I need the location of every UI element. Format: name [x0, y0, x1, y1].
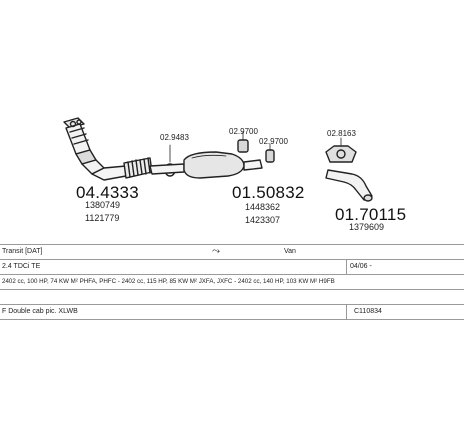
oem-number: 1379609 [349, 222, 385, 232]
engine-name: 2.4 TDCi TE [2, 263, 41, 270]
exhaust-diagram: 02.9483 02.9700 02.9700 02.8163 04.4333 … [63, 117, 407, 232]
engine-spec: 2402 cc, 100 HP, 74 KW M² PHFA, PHFC - 2… [2, 278, 335, 285]
exhaust-drawing [63, 117, 373, 202]
tail-pipe-icon [325, 169, 373, 202]
middle-silencer-icon [149, 151, 263, 179]
production-date: 04/06 - [350, 263, 372, 270]
part-number: 01.70115 [335, 205, 407, 224]
part-number: 04.4333 [76, 183, 139, 202]
vehicle-info-table: Transit [DAT] ⤳ Van 2.4 TDCi TE 04/06 - … [0, 244, 464, 320]
model-row: Transit [DAT] ⤳ Van [0, 244, 464, 260]
spec-row: 2402 cc, 100 HP, 74 KW M² PHFA, PHFC - 2… [0, 275, 464, 290]
flex-pipe-icon [123, 157, 153, 179]
engine-row: 2.4 TDCi TE 04/06 - [0, 260, 464, 275]
rubber-hanger-icon [237, 131, 275, 163]
small-part-number: 02.9483 [160, 133, 189, 142]
small-part-number: 02.9700 [229, 127, 258, 136]
catalytic-converter-icon [63, 117, 127, 181]
small-part-number: 02.9700 [259, 137, 288, 146]
oem-number: 1121779 [85, 213, 120, 223]
bracket-icon [325, 137, 357, 163]
part-number: 01.50832 [232, 183, 305, 202]
oem-number: 1423307 [245, 215, 281, 225]
oem-number: 1448362 [245, 202, 281, 212]
oem-number: 1380749 [85, 200, 121, 210]
vehicle-variant: F Double cab pic. XLWB [2, 308, 78, 315]
vehicle-code: C110834 [354, 308, 382, 315]
vehicle-model: Transit [DAT] [2, 248, 43, 255]
vehicle-type: Van [284, 248, 296, 255]
exhaust-symbol-icon: ⤳ [212, 246, 220, 257]
small-part-number: 02.8163 [327, 129, 356, 138]
variant-row: F Double cab pic. XLWB C110834 [0, 304, 464, 320]
